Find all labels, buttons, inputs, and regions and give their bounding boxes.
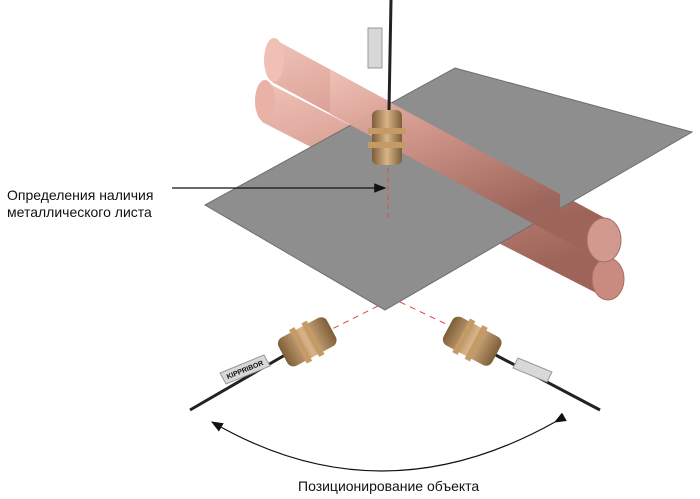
positioning-label: Позиционирование объекта xyxy=(298,478,480,494)
right-sensor xyxy=(442,316,601,412)
detection-label: Определения наличия металлического листа xyxy=(7,187,153,221)
beam-right xyxy=(399,301,449,326)
left-sensor: KIPPRIBOR xyxy=(189,317,337,412)
positioning-arc-arrow xyxy=(210,412,567,472)
detection-label-line1: Определения наличия xyxy=(7,187,154,203)
sensor-tag xyxy=(512,357,553,383)
top-sensor xyxy=(367,0,406,218)
detection-label-line2: металлического листа xyxy=(7,204,152,220)
sensor-tag xyxy=(367,27,383,69)
beam-left xyxy=(329,305,379,331)
sensor-tag xyxy=(219,354,271,385)
